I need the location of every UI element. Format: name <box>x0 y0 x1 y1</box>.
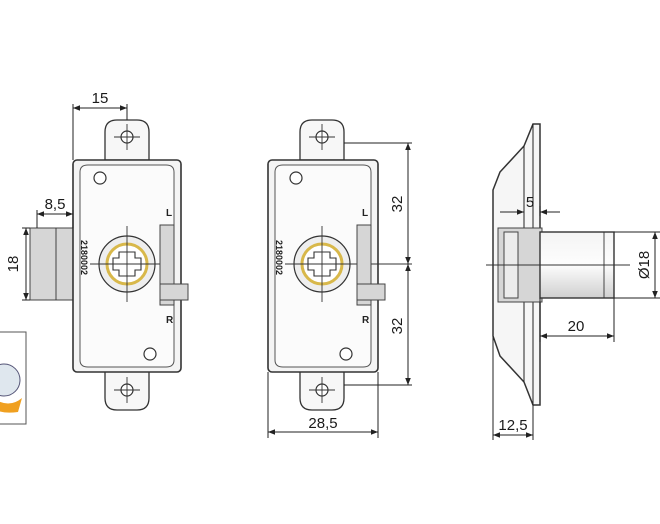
front-height-label: 18 <box>5 256 22 273</box>
side-diameter-label: Ø18 <box>636 251 653 279</box>
middle-screw-hole-bottom <box>339 347 353 361</box>
side-depth-label: 5 <box>526 194 534 211</box>
middle-bottom-label: 32 <box>389 318 406 335</box>
front-view: 2180002 L R 15 8,5 18 <box>5 90 189 411</box>
front-screw-hole-bottom <box>143 347 157 361</box>
middle-part-code: 2180002 <box>274 240 284 275</box>
front-side-plate <box>29 227 76 301</box>
logo-fragment <box>0 331 27 425</box>
middle-width-label: 28,5 <box>308 415 337 432</box>
middle-view: 2180002 L R 32 32 28,5 <box>267 119 412 438</box>
front-part-code: 2180002 <box>79 240 89 275</box>
side-length-label: 20 <box>568 318 585 335</box>
side-flange-label: 12,5 <box>498 417 527 434</box>
front-offset-label: 8,5 <box>45 196 66 213</box>
middle-mark-upper: L <box>362 208 368 219</box>
middle-top-label: 32 <box>389 196 406 213</box>
front-mark-upper: L <box>166 208 172 219</box>
middle-screw-hole-top <box>289 171 303 185</box>
front-screw-hole-top <box>93 171 107 185</box>
middle-mark-lower: R <box>362 315 370 326</box>
front-mark-lower: R <box>166 315 174 326</box>
front-width-label: 15 <box>92 90 109 107</box>
side-view: 5 Ø18 20 12,5 <box>486 123 660 440</box>
